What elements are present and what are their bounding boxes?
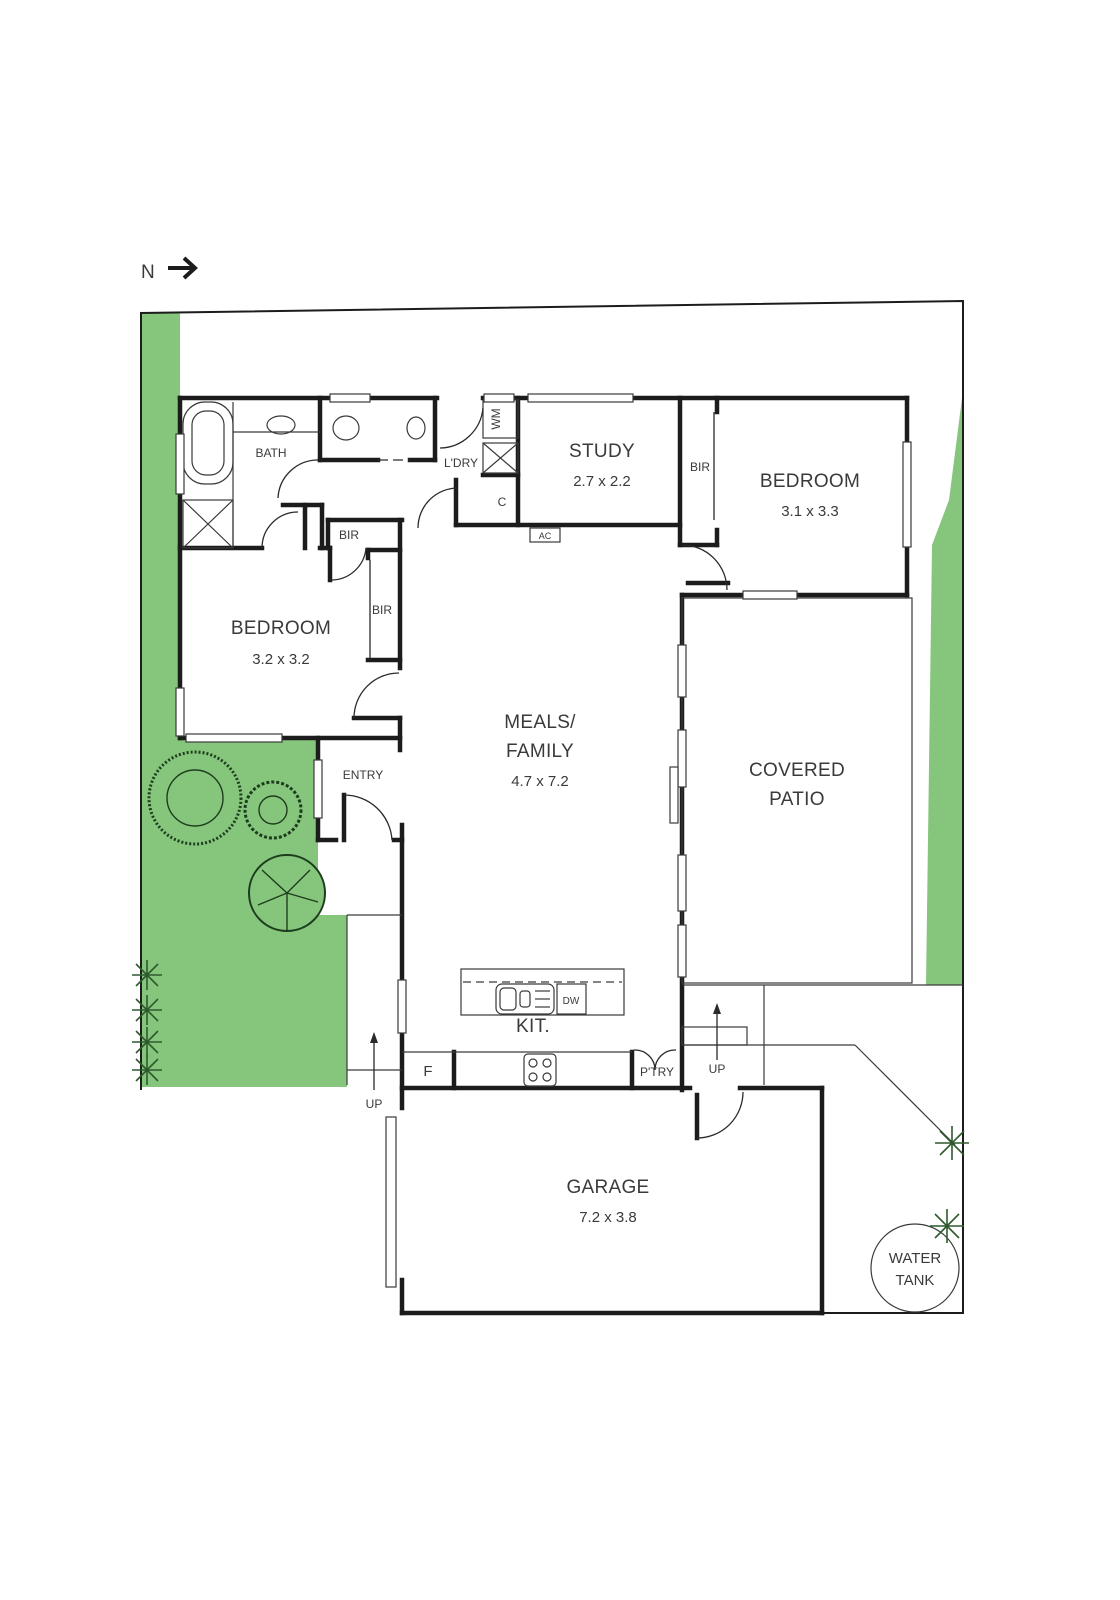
entry-label: ENTRY	[343, 768, 383, 782]
laundry-label: L'DRY	[444, 456, 478, 470]
property-boundary	[140, 299, 964, 1314]
compass: N	[141, 256, 198, 283]
patio-label-line2: PATIO	[769, 789, 825, 810]
bedroom2-dims: 3.2 x 3.2	[252, 651, 310, 668]
study-label: STUDY	[569, 441, 635, 462]
meals-label-line1: MEALS/	[504, 712, 576, 733]
room-labels: BATH L'DRY WM C STUDY 2.7 x 2.2 BIR BEDR…	[231, 408, 942, 1289]
water-tank-label-line2: TANK	[896, 1272, 935, 1289]
dishwasher-label: DW	[563, 996, 580, 1007]
compass-label: N	[141, 262, 155, 283]
ac-label: AC	[539, 531, 552, 541]
bir-hall-label: BIR	[339, 528, 359, 542]
lawn-right	[926, 398, 962, 985]
tree-icon	[248, 854, 326, 932]
shrub-icon	[243, 780, 303, 840]
bedroom2-label: BEDROOM	[231, 618, 331, 639]
lawn-left	[141, 313, 347, 1087]
palm-plant-icons	[132, 960, 969, 1243]
bir-bedroom2-label: BIR	[372, 603, 392, 617]
bedroom1-dims: 3.1 x 3.3	[781, 503, 839, 520]
kitchen-label: KIT.	[516, 1016, 550, 1037]
stair-arrows	[370, 1003, 721, 1090]
bedroom1-label: BEDROOM	[760, 471, 860, 492]
meals-dims: 4.7 x 7.2	[511, 773, 569, 790]
thin-lines	[182, 399, 963, 1313]
arrow-right-icon	[168, 256, 198, 280]
tree-icon	[147, 750, 243, 846]
stairs-up-patio-label: UP	[709, 1062, 726, 1076]
fridge-label: F	[423, 1063, 432, 1080]
bir-bedroom1-label: BIR	[690, 460, 710, 474]
garage-dims: 7.2 x 3.8	[579, 1209, 637, 1226]
bath-label: BATH	[255, 446, 286, 460]
cupboard-label: C	[498, 495, 507, 509]
water-tank-label-line1: WATER	[889, 1250, 942, 1267]
study-dims: 2.7 x 2.2	[573, 473, 631, 490]
windows	[175, 393, 912, 1288]
doors	[261, 407, 744, 1139]
patio-label-line1: COVERED	[749, 760, 845, 781]
garage-label: GARAGE	[566, 1177, 649, 1198]
stairs-up-entry-label: UP	[366, 1097, 383, 1111]
washing-machine-label: WM	[489, 408, 503, 429]
pantry-label: P'TRY	[640, 1065, 674, 1079]
meals-label-line2: FAMILY	[506, 741, 574, 762]
